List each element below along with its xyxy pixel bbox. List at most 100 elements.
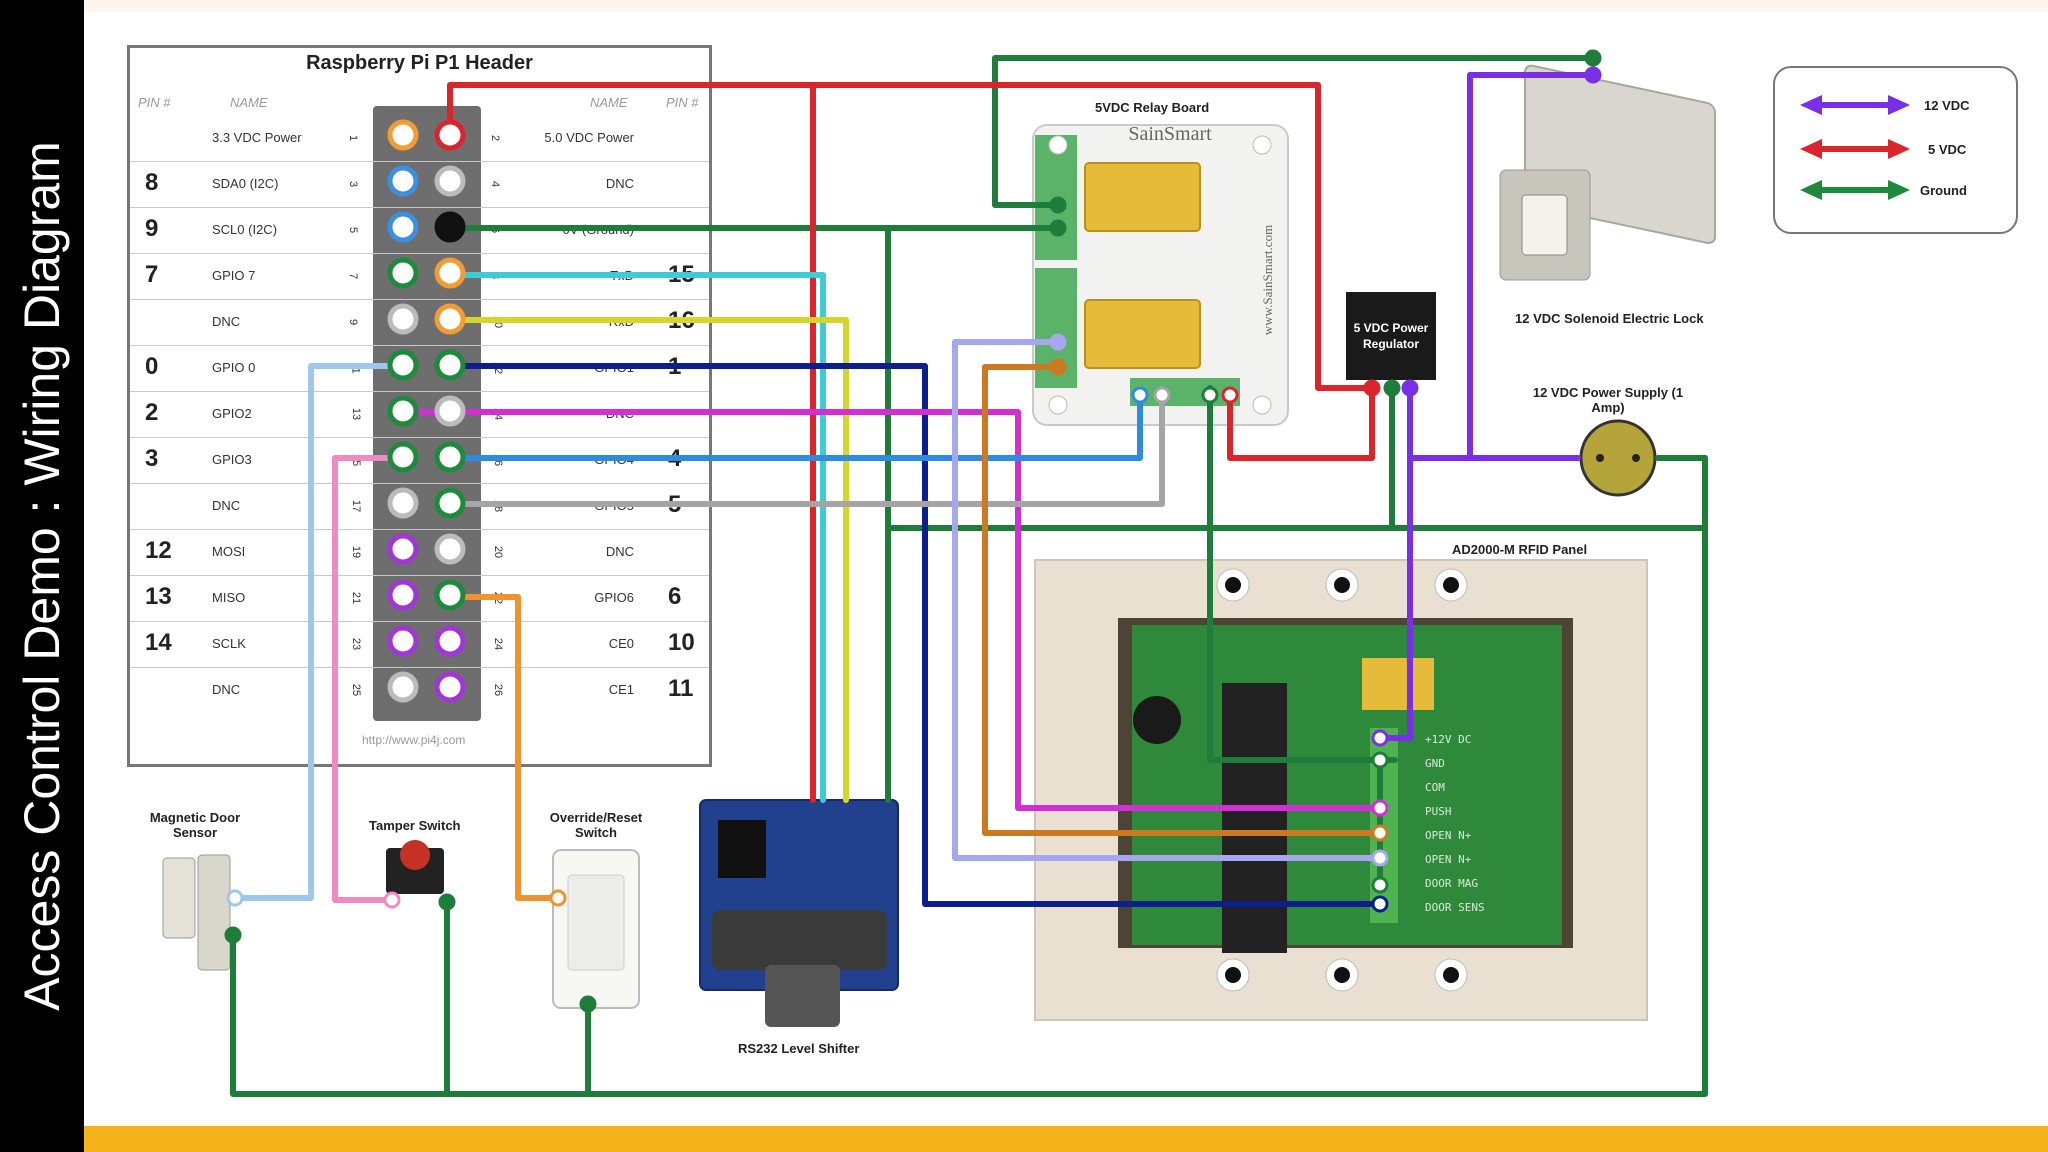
panel-screw-hole xyxy=(1434,958,1468,992)
pin-number-left: 11 xyxy=(349,362,362,374)
pin-name-left: SCLK xyxy=(212,636,246,651)
tamper-switch-label: Tamper Switch xyxy=(369,818,461,833)
rfid-terminal-block xyxy=(1370,728,1398,923)
pin-number-left: 21 xyxy=(350,591,363,605)
pin-number-right: 16 xyxy=(492,453,505,467)
relay-board xyxy=(1032,124,1289,426)
wiringpi-right-num: 10 xyxy=(668,629,695,656)
row-divider xyxy=(130,483,709,484)
door-sensor-terminal xyxy=(226,889,244,907)
pin-name-left: SDA0 (I2C) xyxy=(212,176,279,191)
row-divider xyxy=(130,667,709,668)
relay-input-pin xyxy=(1131,386,1149,404)
pin-number-right: 22 xyxy=(492,591,505,605)
row-divider xyxy=(130,621,709,622)
tamper-terminal xyxy=(383,891,401,909)
col-name-right: NAME xyxy=(590,95,628,110)
pin-name-right: 0V (Ground) xyxy=(562,222,634,237)
wiringpi-left-num: 0 xyxy=(145,353,159,380)
rfid-panel-cavity xyxy=(1118,618,1573,948)
relay-url: www.SainSmart.com xyxy=(1260,225,1275,335)
power-supply xyxy=(1579,419,1657,497)
header-url: http://www.pi4j.com xyxy=(362,733,466,747)
solenoid-terminal xyxy=(1584,66,1602,84)
col-name-left: NAME xyxy=(230,95,268,110)
wiringpi-left-num: 13 xyxy=(145,583,172,610)
pin-name-right: GPIO4 xyxy=(594,452,634,467)
row-divider xyxy=(130,345,709,346)
panel-screw xyxy=(1334,577,1350,593)
solenoid-lock-front xyxy=(1499,169,1591,281)
override-switch-label: Override/Reset Switch xyxy=(540,810,652,840)
pin-name-right: GPIO1 xyxy=(594,360,634,375)
tamper-ground-terminal xyxy=(438,893,456,911)
power-supply-pin xyxy=(1596,454,1604,462)
mount-hole xyxy=(1048,395,1068,415)
rfid-relay xyxy=(1362,658,1434,710)
pin-number-left: 3 xyxy=(347,180,360,188)
pin-name-right: RxD xyxy=(608,314,634,329)
rfid-pcb xyxy=(1132,625,1562,945)
power-supply-label: 12 VDC Power Supply (1 Amp) xyxy=(1528,385,1688,415)
buzzer xyxy=(1133,696,1181,744)
panel-screw-hole xyxy=(1325,568,1359,602)
rfid-terminal-label: COM xyxy=(1425,781,1445,794)
wiringpi-left-num: 14 xyxy=(145,629,172,656)
panel-screw-hole xyxy=(1434,568,1468,602)
row-divider xyxy=(130,299,709,300)
override-switch-text: Override/Reset Switch xyxy=(549,810,643,840)
pin-name-right: TxD xyxy=(610,268,634,283)
panel-screw xyxy=(1443,577,1459,593)
row-divider xyxy=(130,391,709,392)
wiringpi-right-num: 5 xyxy=(668,491,682,518)
override-switch-button xyxy=(567,874,625,971)
door-sensor-label: Magnetic Door Sensor xyxy=(140,810,250,840)
wiringpi-right-num: 16 xyxy=(668,307,695,334)
relay-2 xyxy=(1084,299,1201,369)
db9-connector xyxy=(712,910,887,970)
wiringpi-left-num: 3 xyxy=(145,445,159,472)
pin-number-right: 14 xyxy=(492,407,505,421)
pin-number-left: 13 xyxy=(350,407,363,421)
level-shifter-label: RS232 Level Shifter xyxy=(738,1041,860,1056)
relay-input-pin xyxy=(1153,386,1171,404)
pin-number-left: 19 xyxy=(350,545,363,559)
pin-number-right: 20 xyxy=(492,545,505,559)
pin-number-right: 10 xyxy=(492,315,505,329)
solenoid-label: 12 VDC Solenoid Electric Lock xyxy=(1515,311,1704,326)
tamper-switch-button xyxy=(400,840,430,870)
rfid-terminal-dot xyxy=(1371,751,1389,769)
legend-label-ground: Ground xyxy=(1920,183,1967,198)
relay-terminal-block-bottom xyxy=(1035,268,1077,388)
pin-name-left: GPIO3 xyxy=(212,452,252,467)
pin-name-right: CE0 xyxy=(608,636,634,651)
wire-12v-rfid xyxy=(1377,455,1413,741)
relay-input-pin xyxy=(1201,386,1219,404)
pin-name-right: DNC xyxy=(605,176,634,191)
rfid-panel-label: AD2000-M RFID Panel xyxy=(1452,542,1588,557)
door-sensor-switch xyxy=(197,854,231,971)
rfid-terminal-label: OPEN N+ xyxy=(1425,829,1472,842)
pin-name-left: GPIO2 xyxy=(212,406,252,421)
db9-shell xyxy=(765,965,840,1027)
relay-brand: SainSmart xyxy=(1128,123,1212,145)
rfid-terminal-dot xyxy=(1371,876,1389,894)
wiringpi-left-num: 9 xyxy=(145,215,159,242)
rfid-terminal-label: GND xyxy=(1425,757,1445,770)
relay-input-header xyxy=(1130,378,1240,406)
relay-terminal xyxy=(1049,333,1067,351)
regulator-terminal xyxy=(1363,379,1381,397)
pin-number-right: 26 xyxy=(492,683,505,697)
wire-relay-rfid-open2 xyxy=(982,364,1383,836)
pin-name-left: DNC xyxy=(212,682,241,697)
override-switch-plate xyxy=(552,849,640,1009)
relay-input-pin xyxy=(1221,386,1239,404)
door-sensor-text: Magnetic Door Sensor xyxy=(149,810,241,840)
rfid-panel-enclosure xyxy=(1034,559,1648,1021)
pin-number-right: 8 xyxy=(489,272,502,280)
pin-number-left: 23 xyxy=(350,637,363,651)
wire-5v-relay xyxy=(1227,389,1375,461)
pin-name-left: MOSI xyxy=(212,544,246,559)
pin-number-left: 15 xyxy=(350,453,363,467)
panel-screw xyxy=(1225,577,1241,593)
